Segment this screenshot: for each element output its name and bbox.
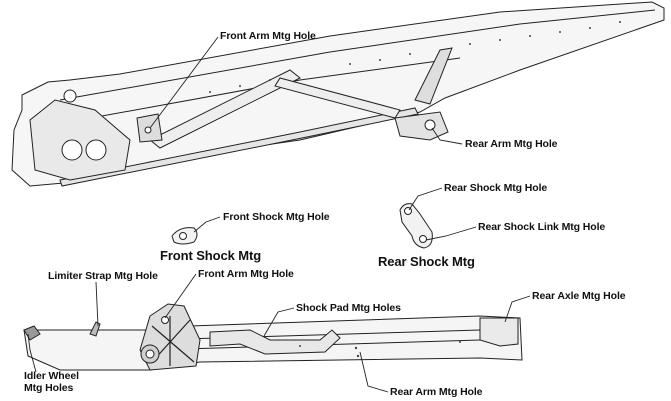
- label-front-arm-mtg-hole-bottom: Front Arm Mtg Hole: [198, 268, 294, 280]
- leader-lines: [27, 36, 531, 393]
- label-front-arm-mtg-hole-top: Front Arm Mtg Hole: [220, 30, 316, 42]
- label-rear-shock-mtg-hole: Rear Shock Mtg Hole: [444, 182, 548, 194]
- label-rear-shock-link-mtg-hole: Rear Shock Link Mtg Hole: [478, 221, 606, 233]
- label-rear-arm-mtg-hole-bottom: Rear Arm Mtg Hole: [390, 386, 483, 398]
- title-rear-shock-mtg: Rear Shock Mtg: [378, 254, 475, 269]
- label-idler-wheel-line1: Idler Wheel: [24, 370, 79, 382]
- label-rear-axle-mtg-hole: Rear Axle Mtg Hole: [532, 290, 626, 302]
- rear-shock-mount-part: [399, 203, 433, 249]
- label-rear-arm-mtg-hole-top: Rear Arm Mtg Hole: [465, 138, 558, 150]
- lower-rail-assembly: [23, 303, 523, 371]
- label-limiter-strap-mtg-hole: Limiter Strap Mtg Hole: [48, 270, 158, 282]
- label-shock-pad-mtg-holes: Shock Pad Mtg Holes: [296, 302, 401, 314]
- front-shock-mount-part: [171, 227, 198, 245]
- title-front-shock-mtg: Front Shock Mtg: [160, 248, 262, 263]
- label-idler-wheel-line2: Mtg Holes: [24, 382, 74, 394]
- label-idler-wheel-mtg-holes: Idler Wheel Mtg Holes: [24, 370, 79, 394]
- upper-rail-assembly: [11, 1, 665, 187]
- label-front-shock-mtg-hole: Front Shock Mtg Hole: [223, 211, 330, 223]
